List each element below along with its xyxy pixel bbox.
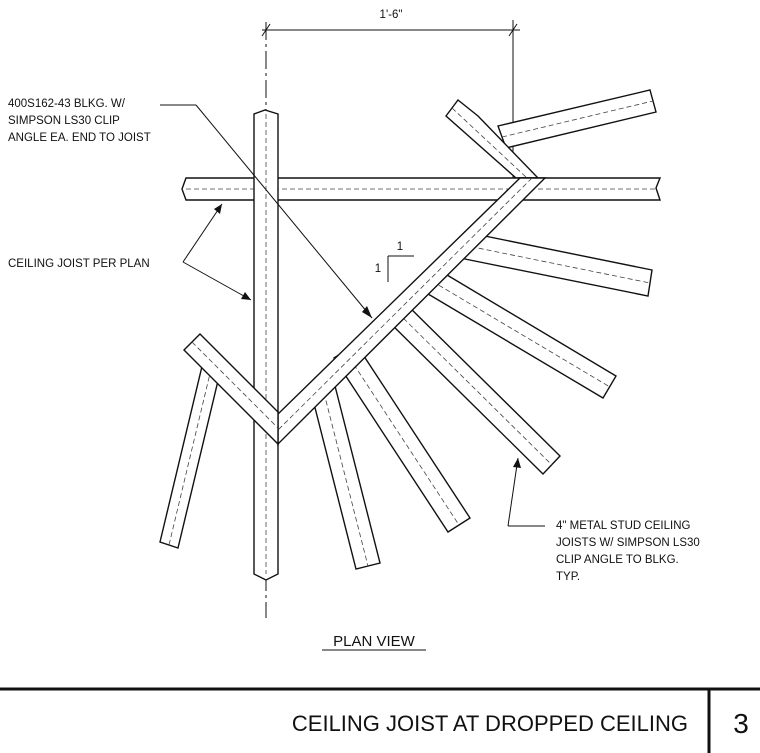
leader-lines <box>160 104 545 527</box>
dimension-line <box>261 20 520 178</box>
blocking-callout-line-2: SIMPSON LS30 CLIP <box>8 115 120 127</box>
metal-stud-joist <box>459 231 653 297</box>
dimension-label: 1'-6" <box>380 9 403 21</box>
stud-callout-line-4: TYP. <box>556 571 580 583</box>
blocking-diagonal-left <box>183 333 279 446</box>
blocking-callout-line-3: ANGLE EA. END TO JOIST <box>8 132 151 144</box>
view-title: PLAN VIEW <box>333 633 416 650</box>
ceiling-joist-callout: CEILING JOIST PER PLAN <box>8 258 150 270</box>
slope-rise: 1 <box>375 263 381 275</box>
ceiling-joist-vertical <box>253 109 279 581</box>
slope-indicator <box>387 255 414 282</box>
metal-stud-joist <box>159 357 223 549</box>
metal-stud-joist <box>497 89 657 149</box>
stud-callout-line-1: 4" METAL STUD CEILING <box>556 520 690 532</box>
stud-callout-line-2: JOISTS W/ SIMPSON LS30 <box>556 537 700 549</box>
stud-callout-line-3: CLIP ANGLE TO BLKG. <box>556 554 679 566</box>
blocking-callout-line-1: 400S162-43 BLKG. W/ <box>8 98 126 110</box>
slope-run: 1 <box>397 241 403 253</box>
radiating-joists <box>159 89 657 570</box>
detail-number: 3 <box>733 708 749 739</box>
detail-title: CEILING JOIST AT DROPPED CEILING <box>292 711 688 736</box>
